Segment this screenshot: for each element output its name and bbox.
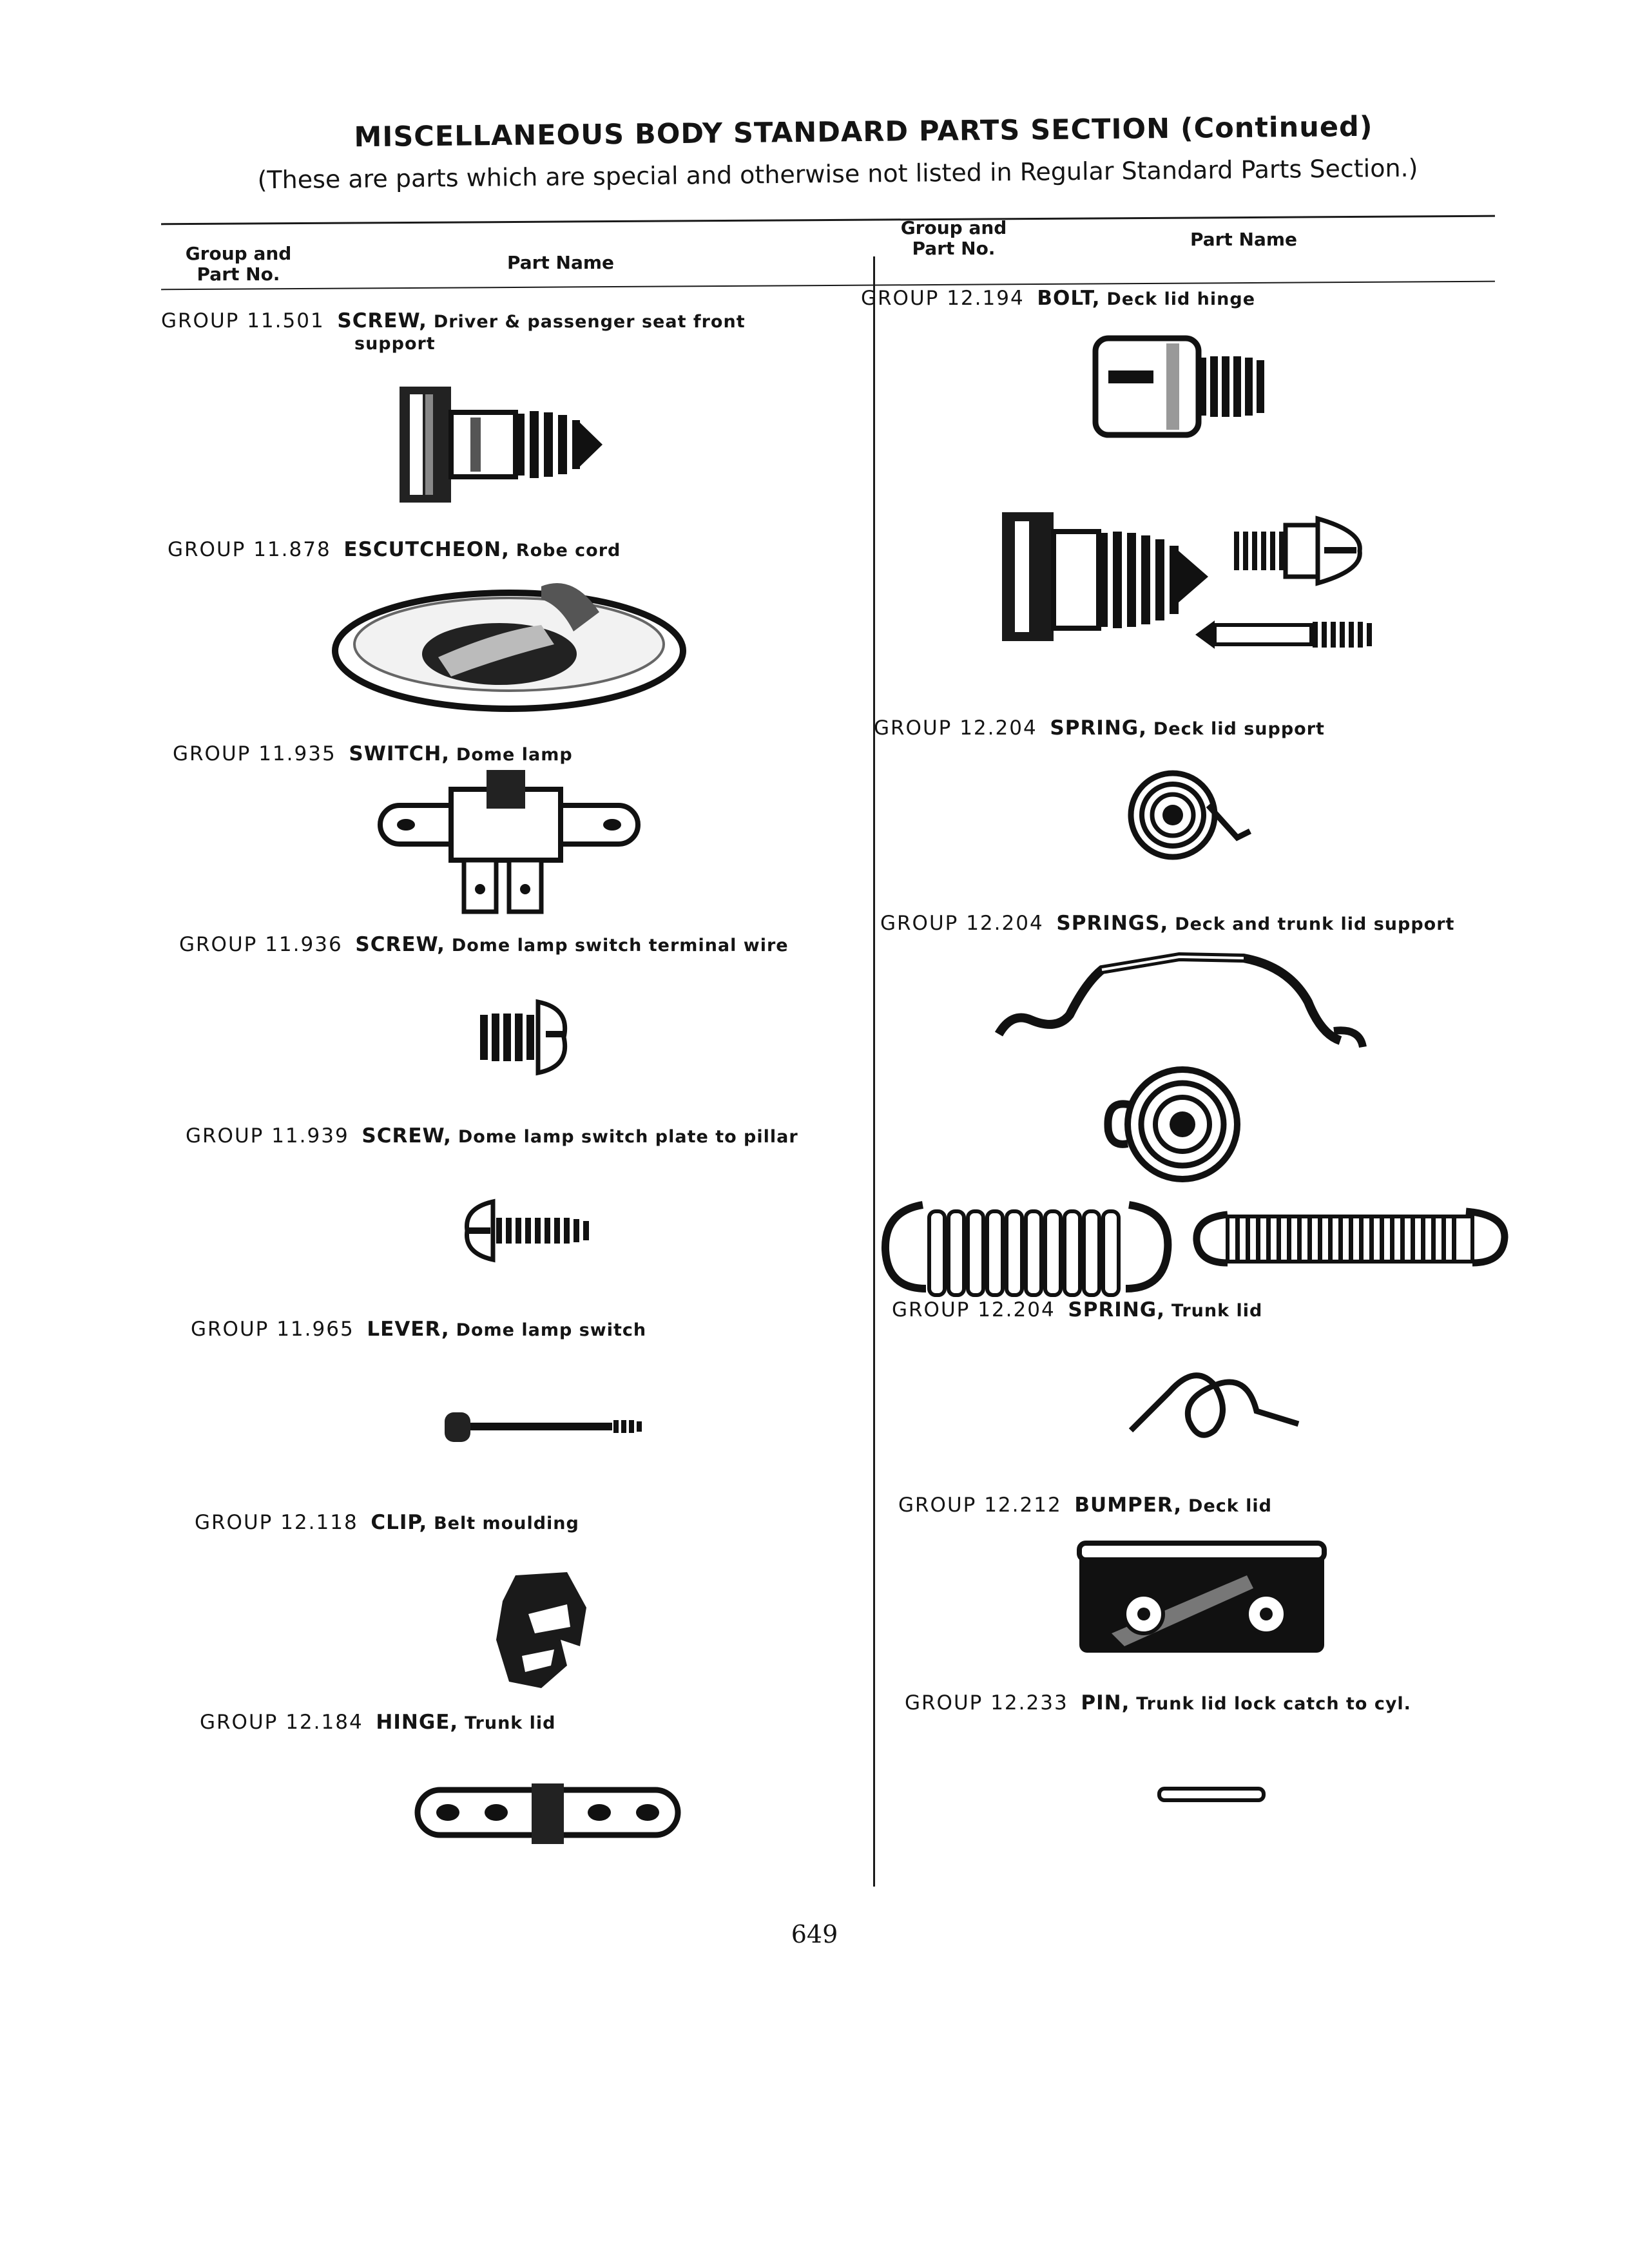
wire-spring-icon <box>1124 1360 1311 1443</box>
part-desc: Dome lamp <box>456 745 573 765</box>
part-group: GROUP 11.878 <box>168 538 331 561</box>
list-item: GROUP 12.204 SPRING, Trunk lid <box>892 1298 1262 1321</box>
clip-icon <box>490 1569 593 1691</box>
part-desc: Deck lid support <box>1153 719 1325 739</box>
screw-icon <box>474 995 577 1079</box>
page-number: 649 <box>791 1920 838 1948</box>
part-desc: Trunk lid <box>1171 1301 1263 1321</box>
part-desc-cont: support <box>354 334 436 354</box>
screw-icon <box>387 380 619 509</box>
extension-spring-icon <box>878 1192 1174 1302</box>
list-item: GROUP 12.233 PIN, Trunk lid lock catch t… <box>905 1691 1411 1715</box>
part-name: SCREW, <box>361 1124 452 1148</box>
column-divider <box>873 256 875 1887</box>
part-desc: Dome lamp switch <box>456 1320 647 1340</box>
list-item: GROUP 11.501 SCREW, Driver & passenger s… <box>161 309 746 354</box>
part-group: GROUP 11.936 <box>179 933 343 956</box>
list-item: GROUP 12.204 SPRINGS, Deck and trunk lid… <box>880 912 1454 935</box>
part-desc: Deck and trunk lid support <box>1175 914 1455 934</box>
switch-icon <box>374 770 644 918</box>
part-name: HINGE, <box>376 1711 459 1734</box>
part-group: GROUP 12.212 <box>898 1494 1062 1517</box>
part-name: BOLT, <box>1037 287 1101 310</box>
part-name: SCREW, <box>355 933 445 956</box>
part-desc: Trunk lid lock catch to cyl. <box>1136 1694 1411 1714</box>
part-name: BUMPER, <box>1074 1494 1182 1517</box>
bolt-icon <box>1089 332 1282 441</box>
extension-spring-icon <box>1189 1198 1511 1276</box>
part-group: GROUP 12.118 <box>195 1511 358 1534</box>
escutcheon-icon <box>329 561 689 715</box>
right-group-header: Group and Part No. <box>900 217 1007 259</box>
bolt-icon <box>1002 506 1376 654</box>
list-item: GROUP 11.878 ESCUTCHEON, Robe cord <box>168 538 621 561</box>
header-rule-bottom <box>161 280 1495 291</box>
part-name: SWITCH, <box>349 742 450 765</box>
list-item: GROUP 12.118 CLIP, Belt moulding <box>195 1511 579 1534</box>
part-name: CLIP, <box>371 1511 428 1534</box>
pin-icon <box>1157 1785 1266 1804</box>
right-name-header: Part Name <box>1190 229 1298 250</box>
part-group: GROUP 11.939 <box>186 1124 349 1148</box>
part-name: SPRING, <box>1068 1298 1166 1321</box>
coil-spring-icon <box>1124 767 1253 863</box>
part-name: ESCUTCHEON, <box>343 538 510 561</box>
list-item: GROUP 12.212 BUMPER, Deck lid <box>898 1494 1272 1517</box>
part-group: GROUP 12.204 <box>880 912 1044 935</box>
hinge-icon <box>412 1778 683 1849</box>
list-item: GROUP 12.184 HINGE, Trunk lid <box>200 1711 555 1734</box>
list-item: GROUP 12.194 BOLT, Deck lid hinge <box>861 287 1255 310</box>
list-item: GROUP 11.936 SCREW, Dome lamp switch ter… <box>179 933 789 956</box>
part-desc: Dome lamp switch terminal wire <box>451 936 789 956</box>
coil-spring-icon <box>1092 1060 1247 1189</box>
list-item: GROUP 11.939 SCREW, Dome lamp switch pla… <box>186 1124 798 1148</box>
page-subtitle: (These are parts which are special and o… <box>257 153 1418 195</box>
part-group: GROUP 12.204 <box>874 716 1037 740</box>
part-group: GROUP 12.194 <box>861 287 1025 310</box>
part-group: GROUP 11.501 <box>161 309 325 332</box>
list-item: GROUP 11.965 LEVER, Dome lamp switch <box>191 1318 646 1341</box>
screw-icon <box>461 1195 602 1266</box>
left-name-header: Part Name <box>506 252 615 273</box>
part-desc: Driver & passenger seat front <box>433 312 746 332</box>
part-name: SPRINGS, <box>1056 912 1169 935</box>
part-group: GROUP 12.233 <box>905 1691 1068 1715</box>
part-desc: Trunk lid <box>465 1713 556 1733</box>
part-group: GROUP 12.184 <box>200 1711 363 1734</box>
list-item: GROUP 11.935 SWITCH, Dome lamp <box>173 742 573 765</box>
left-group-header: Group and Part No. <box>185 243 292 285</box>
part-name: SCREW, <box>337 309 427 332</box>
part-desc: Dome lamp switch plate to pillar <box>458 1127 798 1147</box>
part-name: LEVER, <box>367 1318 450 1341</box>
list-item: GROUP 12.204 SPRING, Deck lid support <box>874 716 1325 740</box>
lever-icon <box>438 1405 644 1450</box>
part-desc: Belt moulding <box>434 1514 579 1533</box>
part-group: GROUP 11.935 <box>173 742 336 765</box>
part-desc: Deck lid <box>1188 1496 1272 1516</box>
bumper-icon <box>1073 1537 1331 1659</box>
springs-icon <box>986 944 1385 1060</box>
part-group: GROUP 12.204 <box>892 1298 1055 1321</box>
part-desc: Robe cord <box>516 541 621 561</box>
header-rule-top <box>161 215 1495 226</box>
part-name: PIN, <box>1081 1691 1130 1715</box>
part-name: SPRING, <box>1050 716 1148 740</box>
page-title: MISCELLANEOUS BODY STANDARD PARTS SECTIO… <box>354 110 1373 154</box>
part-group: GROUP 11.965 <box>191 1318 354 1341</box>
part-desc: Deck lid hinge <box>1106 289 1256 309</box>
